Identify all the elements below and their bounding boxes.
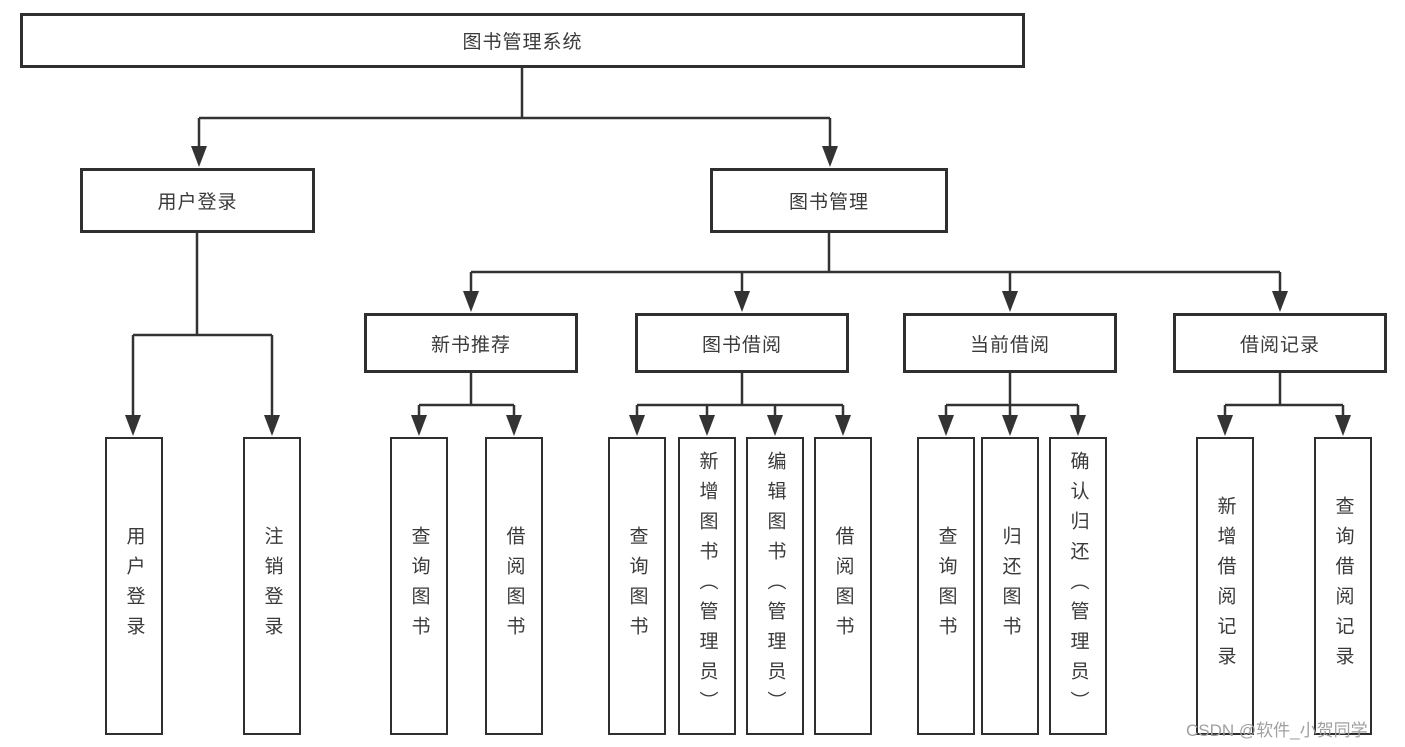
node-label: 图书管理系统 xyxy=(462,32,583,53)
node-current-borrowing: 当前借阅 xyxy=(903,313,1117,373)
node-query-book-recommend: 查询图书 xyxy=(390,437,448,735)
node-label: 借阅记录 xyxy=(1239,334,1320,356)
connector-new-book-rec-to-leaves xyxy=(417,373,516,418)
node-label: 查询借阅记录 xyxy=(1332,496,1354,676)
node-label: 查询图书 xyxy=(935,526,957,646)
node-book-management-branch: 图书管理 xyxy=(710,168,948,233)
node-borrow-book: 借阅图书 xyxy=(814,437,872,735)
node-label: 用户登录 xyxy=(123,526,145,646)
node-logout: 注销登录 xyxy=(243,437,301,735)
node-label: 用户登录 xyxy=(157,192,238,213)
node-label: 查询图书 xyxy=(626,526,648,646)
connector-user-login-to-leaves xyxy=(131,233,274,418)
node-user-login: 用户登录 xyxy=(105,437,163,735)
node-label: 查询图书 xyxy=(408,526,430,646)
arrowheads-level2 xyxy=(191,146,838,167)
connector-current-borrow-to-leaves xyxy=(944,373,1080,418)
node-new-book-recommend: 新书推荐 xyxy=(364,313,578,373)
node-borrow-book-recommend: 借阅图书 xyxy=(485,437,543,735)
csdn-watermark: CSDN @软件_小贺同学 xyxy=(1186,721,1368,740)
node-label: 编辑图书（管理员） xyxy=(764,451,786,721)
arrowheads-level3 xyxy=(463,291,1288,312)
node-borrowing-records: 借阅记录 xyxy=(1173,313,1387,373)
node-label: 注销登录 xyxy=(261,526,283,646)
node-query-book-borrowing: 查询图书 xyxy=(608,437,666,735)
node-label: 新书推荐 xyxy=(430,334,511,356)
node-label: 借阅图书 xyxy=(832,526,854,646)
node-label: 新增图书（管理员） xyxy=(696,451,718,721)
node-label: 确认归还（管理员） xyxy=(1067,451,1089,721)
node-query-book-current: 查询图书 xyxy=(917,437,975,735)
node-label: 图书管理 xyxy=(788,192,869,213)
node-label: 新增借阅记录 xyxy=(1214,496,1236,676)
connector-borrow-records-to-leaves xyxy=(1223,373,1345,418)
node-book-borrowing: 图书借阅 xyxy=(635,313,849,373)
connector-book-borrow-to-leaves xyxy=(635,373,845,418)
node-label: 借阅图书 xyxy=(503,526,525,646)
node-edit-book-admin: 编辑图书（管理员） xyxy=(746,437,804,735)
node-label: 归还图书 xyxy=(999,526,1021,646)
node-return-book: 归还图书 xyxy=(981,437,1039,735)
node-label: 图书借阅 xyxy=(701,334,782,356)
node-library-management-system: 图书管理系统 xyxy=(20,13,1025,68)
node-add-borrow-record: 新增借阅记录 xyxy=(1196,437,1254,735)
node-query-borrow-record: 查询借阅记录 xyxy=(1314,437,1372,735)
node-user-login-branch: 用户登录 xyxy=(80,168,315,233)
node-label: 当前借阅 xyxy=(969,334,1050,356)
node-confirm-return-admin: 确认归还（管理员） xyxy=(1049,437,1107,735)
arrowheads-leaves xyxy=(125,415,1351,436)
connector-book-management-to-level3 xyxy=(469,233,1282,294)
connector-root-to-level2 xyxy=(197,68,832,148)
node-add-book-admin: 新增图书（管理员） xyxy=(678,437,736,735)
